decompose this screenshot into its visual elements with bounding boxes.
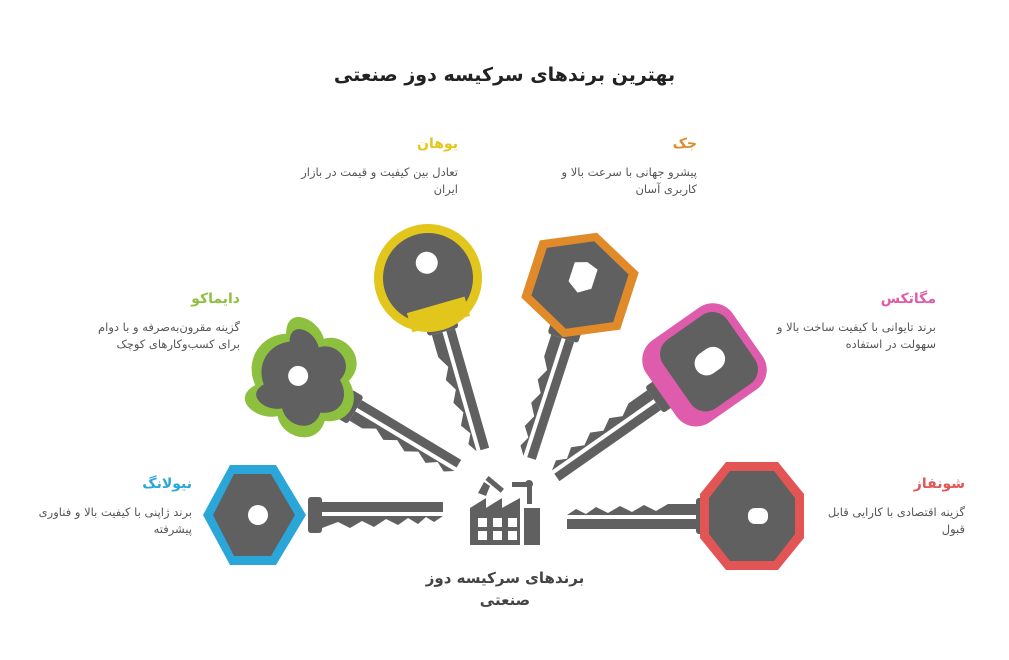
- key-shunfaz: [567, 462, 804, 570]
- brand-name: مگاتکس: [880, 291, 936, 307]
- brand-description: گزینه اقتصادی با کارایی قابل قبول: [827, 505, 965, 536]
- brand-description: برند ژاپنی با کیفیت بالا و فناوری پیشرفت…: [38, 505, 192, 536]
- brand-megatex: مگاتکس برند تایوانی با کیفیت ساخت بالا و…: [768, 291, 936, 353]
- brand-name: دایماکو: [191, 291, 240, 307]
- brand-jack: جک پیشرو جهانی با سرعت بالا و کاربری آسا…: [552, 136, 697, 198]
- key-neolong: [203, 465, 443, 565]
- brand-name: جک: [672, 136, 697, 152]
- brand-description: تعادل بین کیفیت و قیمت در بازار ایران: [301, 165, 458, 196]
- brand-shunfaz: شونفاز گزینه اقتصادی با کارایی قابل قبول: [820, 476, 965, 538]
- page-title: بهترین برندهای سرکیسه دوز صنعتی: [333, 64, 676, 86]
- key-jack: [520, 232, 639, 460]
- key-daimaco: [244, 316, 462, 472]
- key-yohan: [374, 224, 490, 452]
- brand-name: شونفاز: [913, 476, 965, 492]
- brand-daimaco: دایماکو گزینه مقرون‌به‌صرفه و با دوام بر…: [85, 291, 240, 353]
- key-megatex: [551, 303, 767, 482]
- brand-description: گزینه مقرون‌به‌صرفه و با دوام برای کسب‌و…: [98, 320, 240, 351]
- factory-robot-arm-icon: [470, 476, 540, 545]
- center-label: برندهای سرکیسه دوز صنعتی: [425, 569, 585, 609]
- brand-description: برند تایوانی با کیفیت ساخت بالا و سهولت …: [776, 320, 936, 351]
- brand-name: یوهان: [417, 136, 458, 152]
- brand-name: نیولانگ: [142, 476, 192, 492]
- brand-neolong: نیولانگ برند ژاپنی با کیفیت بالا و فناور…: [30, 476, 192, 538]
- brand-yohan: یوهان تعادل بین کیفیت و قیمت در بازار ای…: [290, 136, 458, 198]
- brand-description: پیشرو جهانی با سرعت بالا و کاربری آسان: [561, 165, 697, 196]
